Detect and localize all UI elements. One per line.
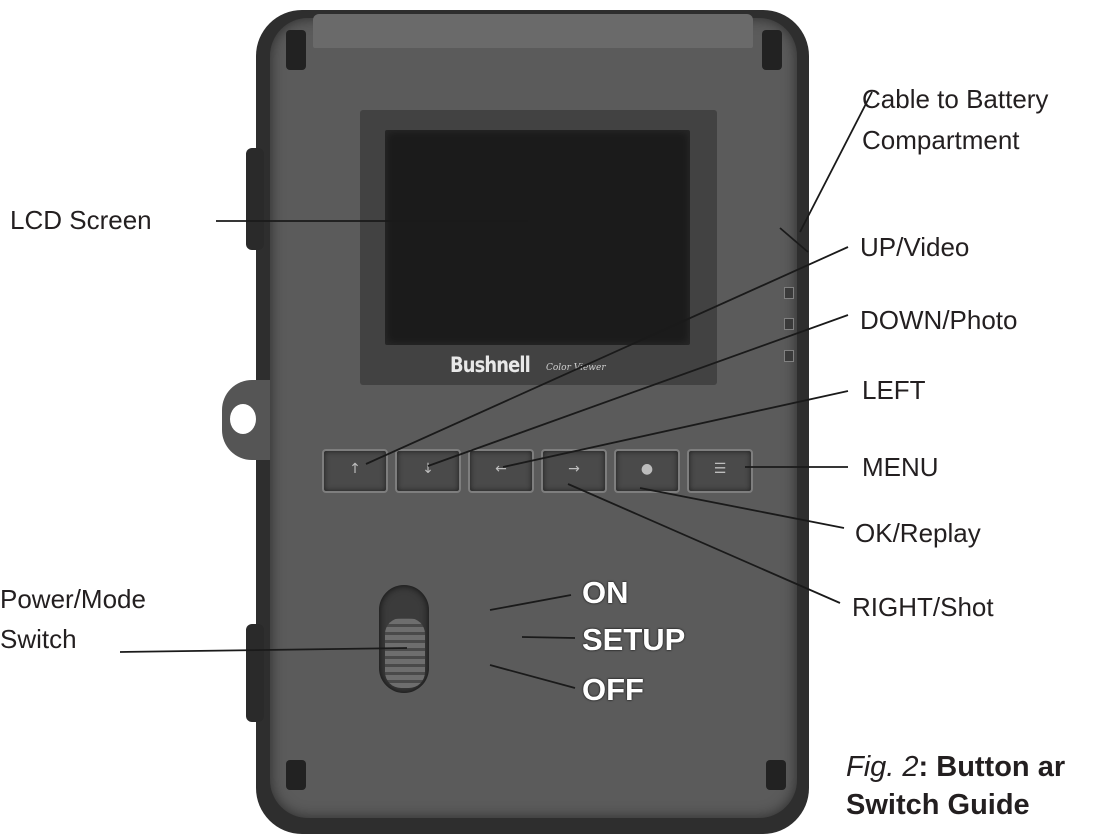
up-arrow-icon: ↑ [349,461,361,477]
label-cable-line2: Compartment [862,125,1020,155]
caption-line1: Fig. 2: Button ar [846,748,1065,786]
mounting-hole [230,404,256,434]
caption-line2: Switch Guide [846,789,1030,821]
leader-off [489,664,576,689]
label-lcd-screen: LCD Screen [10,205,152,235]
right-arrow-icon: → [568,461,580,477]
leader-power-switch [119,647,408,653]
label-power-line2: Switch [0,624,77,654]
down-arrow-icon: ↓ [422,461,434,477]
corner-clip [286,760,306,790]
label-ok-replay: OK/Replay [855,518,981,548]
corner-clip [766,760,786,790]
leader-setup [521,636,576,639]
leader-on [489,594,572,611]
corner-clip [286,30,306,70]
label-cable-line1: Cable to Battery [862,84,1049,114]
caption-fig-number: Fig. 2 [846,751,919,783]
label-down-photo: DOWN/Photo [860,305,1018,335]
label-right-shot: RIGHT/Shot [852,592,994,622]
label-left: LEFT [862,375,926,405]
leader-ok-replay [639,487,845,529]
switch-position-setup: SETUP [582,622,686,657]
lcd-screen [385,130,690,345]
ok-replay-button[interactable]: ● [614,449,680,493]
left-button[interactable]: ← [468,449,534,493]
switch-position-off: OFF [582,672,644,707]
side-latch [246,624,264,722]
leader-down-photo [427,314,849,467]
label-power-line1: Power/Mode [0,584,146,614]
caption-line1-rest: : Button ar [918,751,1066,783]
leader-right-shot [567,483,841,604]
leader-up-video [365,246,849,465]
brand-logo: Bushnell [450,353,531,377]
up-video-button[interactable]: ↑ [322,449,388,493]
indicator-light [784,318,794,330]
label-menu: MENU [862,452,939,482]
menu-icon: ☰ [713,461,727,477]
down-photo-button[interactable]: ↓ [395,449,461,493]
left-arrow-icon: ← [495,461,507,477]
switch-position-on: ON [582,575,629,610]
brand-subtitle: Color Viewer [546,363,606,373]
housing-top-lip [313,14,753,48]
leader-cable-tip [779,227,809,253]
figure-caption: Fig. 2: Button ar Switch Guide [846,748,1065,824]
leader-left [502,390,849,468]
ok-icon: ● [640,461,654,477]
power-mode-switch-knob[interactable] [385,618,425,688]
indicator-light [784,287,794,299]
indicator-light [784,350,794,362]
side-latch [246,148,264,250]
corner-clip [762,30,782,70]
menu-button[interactable]: ☰ [687,449,753,493]
label-up-video: UP/Video [860,232,970,262]
leader-cable [799,91,873,233]
